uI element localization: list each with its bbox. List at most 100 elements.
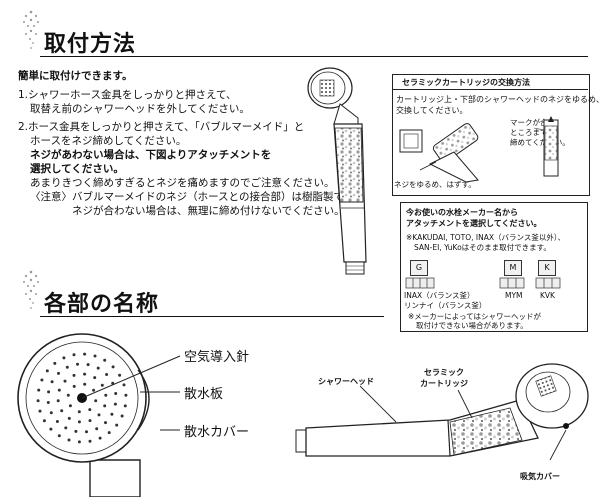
spray-hole-dot (93, 354, 97, 358)
spray-hole-dot (103, 358, 107, 362)
cartridge-exchange-illustration (399, 116, 559, 182)
spray-hole-dot (38, 409, 42, 413)
spray-hole-dot (114, 392, 118, 395)
cartridge-box-title: セラミックカートリッジの交換方法 (402, 78, 530, 87)
shower-head-illustration-vertical (307, 67, 367, 275)
spray-hole-dot (111, 365, 115, 369)
spray-hole-dot (56, 399, 60, 403)
attachment-fittings-illustration (405, 277, 561, 289)
spray-hole-dot (118, 373, 122, 377)
spray-hole-dot (68, 404, 72, 408)
install-note-2: 〈注意〉バブルマーメイドのネジ（ホースとの接合部）は樹脂製です。 (30, 191, 364, 203)
part-label-intake-cover: 吸気カバー (520, 472, 560, 481)
install-step1-b: 取替え前のシャワーヘッドを外してください。 (30, 103, 250, 115)
spray-hole-dot (65, 365, 69, 369)
parts-title-rule (40, 316, 384, 317)
spray-hole-dot (88, 439, 92, 443)
spray-hole-dot (124, 393, 128, 397)
spray-hole-dot (115, 423, 119, 427)
spray-hole-dot (77, 440, 81, 444)
sprinkle-icon (23, 10, 39, 49)
install-note-3: ネジが合わない場合は、無理に締め付けないでください。 (72, 205, 345, 217)
spray-hole-dot (105, 373, 109, 376)
spray-hole-dot (96, 366, 100, 370)
spray-hole-dot (86, 363, 90, 367)
spray-hole-dot (42, 419, 46, 423)
parts-section-title: 各部の名称 (44, 292, 160, 317)
install-note-bold-a: ネジがあわない場合は、下図よりアタッチメントを (30, 149, 272, 161)
spray-hole-dot (92, 388, 96, 392)
spray-hole-dot (72, 384, 76, 388)
spray-hole-dot (113, 402, 117, 406)
spray-hole-dot (47, 390, 51, 394)
spray-hole-dot (40, 378, 44, 382)
attachment-badge-m: M (504, 260, 522, 276)
maker-box-foot-a: ※メーカーによってはシャワーヘッドが (408, 312, 542, 321)
attachment-g-label-b: リンナイ（バランス釜） (404, 301, 487, 310)
spray-hole-dot (57, 388, 61, 392)
parts-leader-lines (81, 355, 181, 431)
spray-hole-dot (100, 383, 104, 387)
cartridge-box-title-strip (393, 75, 588, 90)
part-label-shower-head: シャワーヘッド (318, 377, 374, 386)
spray-hole-dot (64, 426, 68, 430)
install-note-bold-b: 選択してください。 (30, 163, 124, 175)
maker-box-foot-b: 取付けできない場合があります。 (416, 321, 528, 330)
spray-hole-dot (36, 399, 40, 403)
spray-hole-dot (46, 401, 50, 404)
spray-hole-dot (104, 393, 108, 397)
spray-hole-dot (55, 420, 59, 423)
spray-hole-dot (49, 411, 53, 415)
spray-hole-dot (103, 404, 107, 408)
cartridge-mark-b: ところまで (510, 128, 548, 137)
part-label-ceramic-a: セラミック (424, 368, 464, 377)
part-label-spray-cover: 散水カバー (184, 425, 250, 440)
spray-hole-dot (50, 380, 54, 384)
shower-head-illustration-horizontal (295, 363, 589, 461)
install-step1-a: 1.シャワーホース金具をしっかりと押さえて、 (18, 89, 237, 101)
cartridge-loosen-note: ネジをゆるめ、はずす。 (394, 180, 476, 189)
spray-hole-dot (67, 438, 71, 442)
spray-hole-dot (83, 372, 87, 376)
spray-hole-dot (45, 369, 49, 373)
spray-hole-dot (63, 379, 67, 383)
maker-box-title-a: 今お使いの水栓メーカー名から (406, 208, 518, 217)
spray-hole-dot (67, 416, 71, 420)
spray-hole-dot (77, 420, 81, 424)
spray-hole-dot (123, 404, 127, 408)
sprinkle-icon (23, 270, 39, 309)
spray-hole-dot (120, 414, 124, 418)
spray-hole-dot (60, 409, 64, 413)
spray-hole-dot (98, 436, 102, 440)
spray-hole-dot (95, 427, 99, 431)
install-title-rule (40, 56, 588, 57)
spray-hole-dot (122, 383, 126, 387)
spray-hole-dot (57, 434, 61, 438)
part-label-ceramic-b: カートリッジ (420, 379, 468, 388)
spray-hole-dot (66, 393, 70, 397)
part-label-spray-plate: 散水板 (184, 387, 224, 402)
spray-hole-dot (97, 413, 101, 417)
install-step2-a: 2.ホース金具をしっかりと押さえて、「バブルマーメイド」と (18, 121, 305, 133)
spray-hole-dot (62, 356, 66, 360)
spray-hole-dot (74, 429, 78, 433)
cartridge-box-line1: カートリッジ上・下部のシャワーヘッドのネジをゆるめ、 (396, 95, 600, 104)
spray-hole-dot (37, 388, 41, 392)
spray-hole-dot (88, 419, 92, 423)
spray-face-illustration (17, 333, 150, 497)
spray-hole-dot (72, 353, 76, 357)
spray-hole-dot (104, 421, 107, 425)
spray-hole-dot (49, 427, 53, 431)
attachment-m-label: MYM (505, 291, 523, 300)
install-section-title: 取付方法 (44, 32, 137, 57)
spray-hole-dot (83, 382, 87, 386)
spray-hole-dot (85, 430, 88, 434)
cartridge-box-line2: 交換してください。 (396, 106, 468, 115)
spray-hole-dot (72, 373, 76, 377)
spray-hole-dot (93, 376, 97, 380)
spray-hole-dot (76, 362, 79, 366)
attachment-badge-k: K (538, 260, 556, 276)
install-step2-b: ホースをネジ締めしてください。 (30, 135, 187, 147)
maker-attachment-box (400, 202, 588, 332)
cartridge-mark-a: マークが合う (510, 118, 555, 127)
